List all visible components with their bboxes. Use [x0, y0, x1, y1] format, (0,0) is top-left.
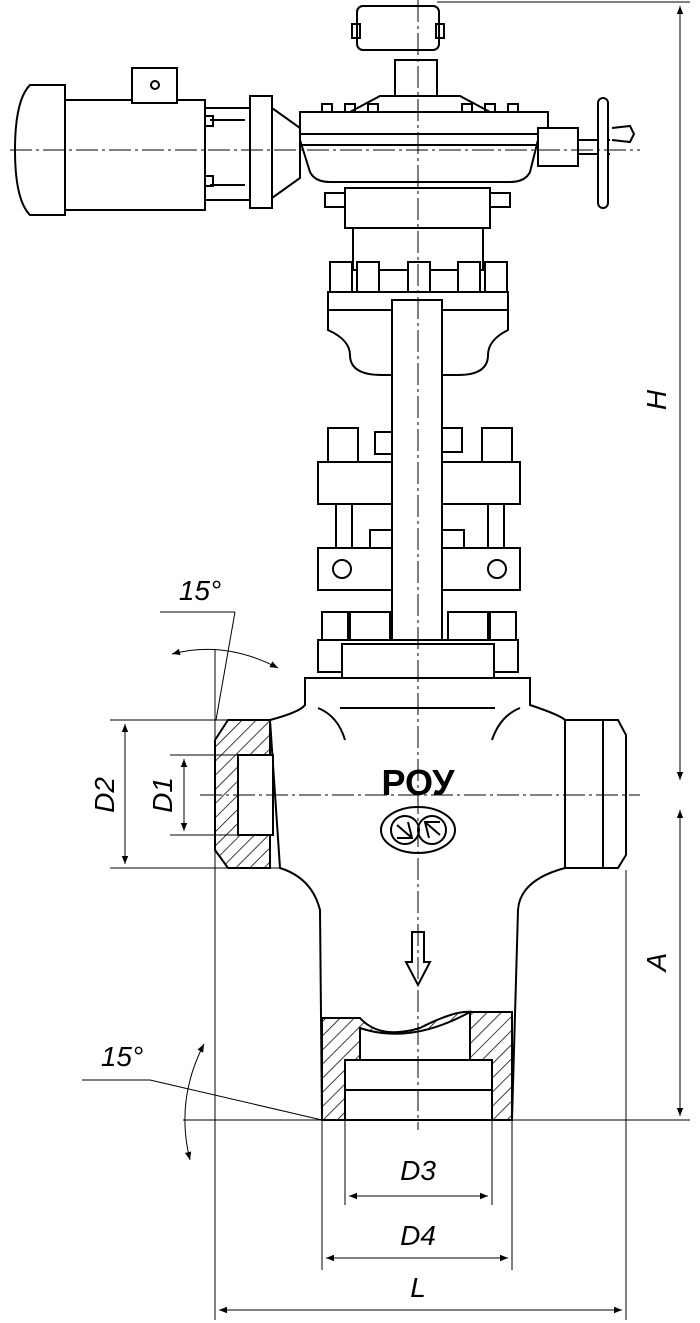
right-weld-end	[564, 719, 627, 869]
motor-body	[64, 99, 206, 211]
handwheel	[597, 97, 609, 209]
dim-label-D4: D4	[400, 1220, 436, 1251]
angle-label-bottom: 15°	[101, 1041, 143, 1072]
limit-switch-box	[356, 5, 440, 51]
terminal-box	[131, 67, 178, 104]
dimension-lines	[82, 1, 690, 1320]
valve-body	[214, 677, 627, 1121]
dim-label-D2: D2	[89, 777, 120, 813]
dim-label-D1: D1	[147, 777, 178, 813]
gearbox-housing	[299, 111, 549, 183]
dim-label-L: L	[410, 1272, 426, 1303]
dim-label-A: A	[641, 953, 672, 974]
dim-label-D3: D3	[400, 1155, 436, 1186]
valve-stem	[391, 299, 443, 656]
dim-label-H: H	[641, 389, 672, 410]
electric-actuator	[13, 5, 636, 216]
center-lines	[10, 0, 640, 1130]
angle-label-top: 15°	[179, 575, 221, 606]
flow-arrow	[404, 931, 432, 988]
